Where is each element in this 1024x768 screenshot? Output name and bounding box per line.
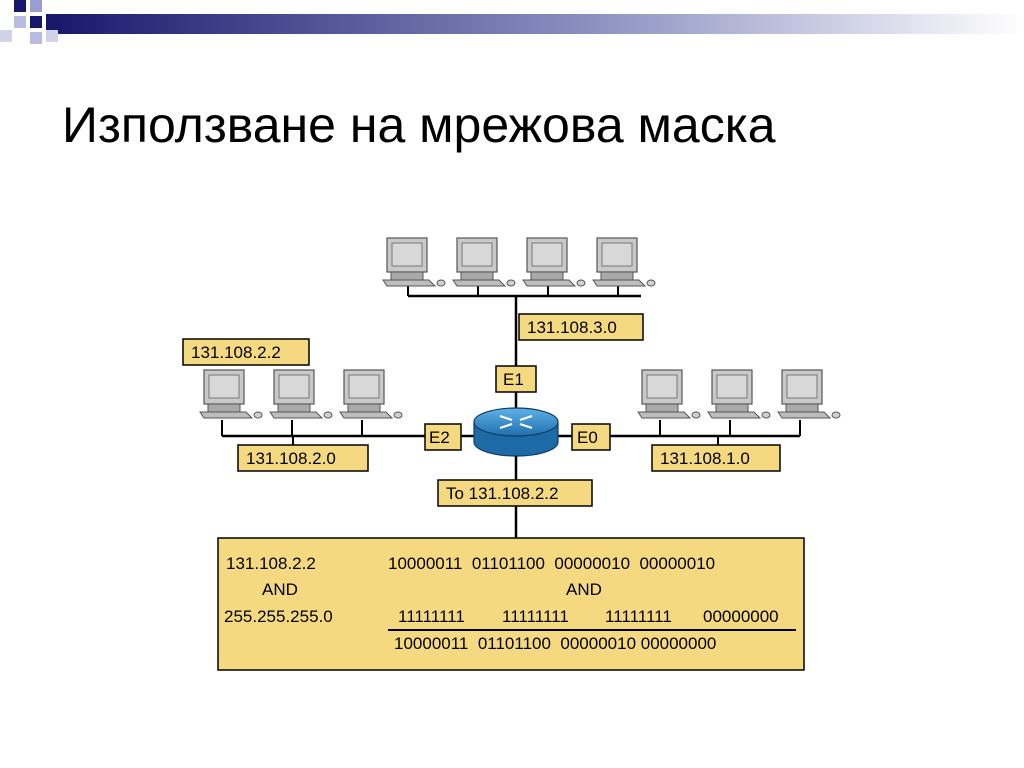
left-network-text: 131.108.2.0 [246, 449, 336, 468]
router-icon [473, 407, 559, 457]
header-square [30, 0, 42, 12]
right-network-text: 131.108.1.0 [660, 449, 750, 468]
table-background [217, 537, 805, 671]
and-operator-bits-text: AND [566, 580, 602, 599]
subnet-mask-text: 255.255.255.0 [224, 607, 333, 626]
left-host-text: 131.108.2.2 [191, 343, 281, 362]
ip-address-text: 131.108.2.2 [226, 554, 316, 573]
computer-icon [707, 369, 771, 419]
iface-e1-label: E1 [495, 365, 537, 393]
header-gradient-bar [46, 14, 1024, 34]
mask-bits-octet: 11111111 [398, 607, 465, 626]
header-square [30, 16, 42, 28]
computer-icon [777, 369, 841, 419]
and-calculation-table: 131.108.2.2 AND 255.255.255.0 10000011 0… [217, 537, 805, 671]
iface-e2-label: E2 [424, 423, 462, 451]
header-square [0, 30, 12, 42]
mask-bits-octet: 11111111 [605, 607, 672, 626]
right-network-label: 131.108.1.0 [651, 444, 781, 472]
computer-icon [637, 369, 701, 419]
mask-bits-octet: 00000000 [703, 607, 779, 626]
left-network-label: 131.108.2.0 [237, 444, 369, 472]
and-operator-text: AND [262, 580, 298, 599]
computer-icon [592, 237, 656, 287]
header-decoration [0, 0, 1024, 44]
header-square [14, 0, 26, 12]
slide-title: Използване на мрежова маска [62, 97, 776, 153]
top-network-text: 131.108.3.0 [527, 318, 617, 337]
mask-bits-octet: 11111111 [502, 607, 569, 626]
top-network-label: 131.108.3.0 [518, 313, 644, 341]
ip-bits-text: 10000011 01101100 00000010 00000010 [388, 554, 715, 573]
result-bits-text: 10000011 01101100 00000010 00000000 [394, 634, 716, 653]
computer-icon [199, 369, 263, 419]
destination-text: To 131.108.2.2 [446, 484, 558, 503]
computer-icon [382, 237, 446, 287]
iface-e0-label: E0 [571, 423, 611, 451]
computer-icon [339, 369, 403, 419]
computer-icon [522, 237, 586, 287]
iface-e0-text: E0 [577, 428, 598, 447]
destination-label: To 131.108.2.2 [437, 479, 593, 507]
computer-icon [269, 369, 333, 419]
computer-icon [452, 237, 516, 287]
header-square [30, 32, 42, 44]
left-host-label: 131.108.2.2 [182, 338, 310, 366]
header-square [14, 16, 26, 28]
iface-e2-text: E2 [429, 428, 450, 447]
iface-e1-text: E1 [503, 370, 524, 389]
header-square [46, 30, 58, 42]
